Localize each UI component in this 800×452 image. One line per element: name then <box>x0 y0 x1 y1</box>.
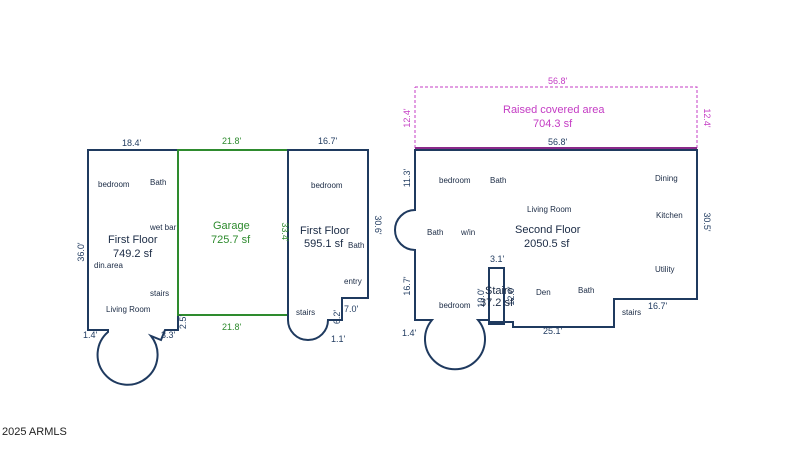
dim-second-bottom-right: 16.7' <box>648 301 668 311</box>
first-floor-right-section <box>287 149 369 341</box>
second-floor-section <box>394 149 698 371</box>
dim-raised-left: 12.4' <box>402 108 412 128</box>
dim-second-left-upper: 11.3' <box>402 168 412 187</box>
dim-left-height: 36.0' <box>76 242 86 262</box>
dim-top-right: 16.7' <box>318 136 338 146</box>
stairs-area: 37.2 sf <box>480 297 514 309</box>
room-bedroom-b: bedroom <box>311 181 343 190</box>
room-stairs-label: stairs <box>622 308 641 317</box>
room-bath-bottom: Bath <box>578 286 594 295</box>
room-kitchen: Kitchen <box>656 211 683 220</box>
room-wet-bar: wet bar <box>149 223 177 232</box>
garage-section <box>177 149 289 316</box>
room-bedroom-bottom: bedroom <box>439 301 471 310</box>
dim-small-a3: 2.5' <box>178 315 188 330</box>
dim-stair-width: 3.1' <box>490 254 505 264</box>
room-wic: w/in <box>460 228 475 237</box>
dim-right-height: 30.6' <box>373 215 383 235</box>
room-bedroom-a: bedroom <box>98 180 130 189</box>
dim-raised-right: 12.4' <box>702 108 712 128</box>
dim-second-bottom-left: 1.4' <box>402 328 417 338</box>
room-bath-b: Bath <box>348 241 364 250</box>
dim-second-bottom-mid: 25.1' <box>543 326 563 336</box>
room-bath-a: Bath <box>150 178 166 187</box>
dim-garage-height: 33.4' <box>280 222 290 242</box>
first-floor-a-area: 749.2 sf <box>113 248 153 260</box>
first-floor-a-title: First Floor <box>108 234 158 246</box>
room-living-room-2: Living Room <box>527 205 572 214</box>
dim-second-right: 30.5' <box>702 212 712 232</box>
dim-second-top: 56.8' <box>548 137 568 147</box>
dim-second-left-lower: 16.7' <box>402 276 412 296</box>
dim-small-b1: 7.0' <box>344 304 359 314</box>
stairs-title: Stairs <box>485 285 514 297</box>
second-floor-title: Second Floor <box>515 224 581 236</box>
room-bath-top: Bath <box>490 176 506 185</box>
room-stairs-a: stairs <box>150 289 169 298</box>
first-floor-left-section <box>87 149 179 386</box>
second-floor-area: 2050.5 sf <box>524 238 570 250</box>
room-bath-left: Bath <box>427 228 443 237</box>
dim-top-garage: 21.8' <box>222 136 242 146</box>
raised-area: 704.3 sf <box>533 118 573 130</box>
dim-stair-h1: 10.0' <box>476 288 486 308</box>
room-den: Den <box>536 288 551 297</box>
first-floor-b-area: 595.1 sf <box>304 238 344 250</box>
room-stairs-b: stairs <box>296 308 315 317</box>
dim-small-a1: 1.4' <box>83 330 98 340</box>
dim-small-b2: 6.2' <box>332 310 342 325</box>
first-floor-b-title: First Floor <box>300 225 350 237</box>
dim-bottom-garage: 21.8' <box>222 322 242 332</box>
room-living-room: Living Room <box>106 305 151 314</box>
room-din-area: din.area <box>94 261 123 270</box>
dim-small-b3: 1.1' <box>331 334 346 344</box>
dim-top-left: 18.4' <box>122 138 142 148</box>
room-dining: Dining <box>655 174 678 183</box>
garage-area: 725.7 sf <box>211 234 251 246</box>
raised-covered-area <box>414 86 698 149</box>
garage-title: Garage <box>213 220 250 232</box>
dim-raised-top: 56.8' <box>548 76 568 86</box>
dim-stair-h2: 12.0' <box>506 286 516 306</box>
room-utility: Utility <box>655 265 675 274</box>
raised-title: Raised covered area <box>503 104 605 116</box>
dim-small-a2: 3.3' <box>161 330 176 340</box>
room-entry: entry <box>344 277 362 286</box>
room-bedroom-top: bedroom <box>439 176 471 185</box>
copyright-text: 2025 ARMLS <box>2 426 67 438</box>
